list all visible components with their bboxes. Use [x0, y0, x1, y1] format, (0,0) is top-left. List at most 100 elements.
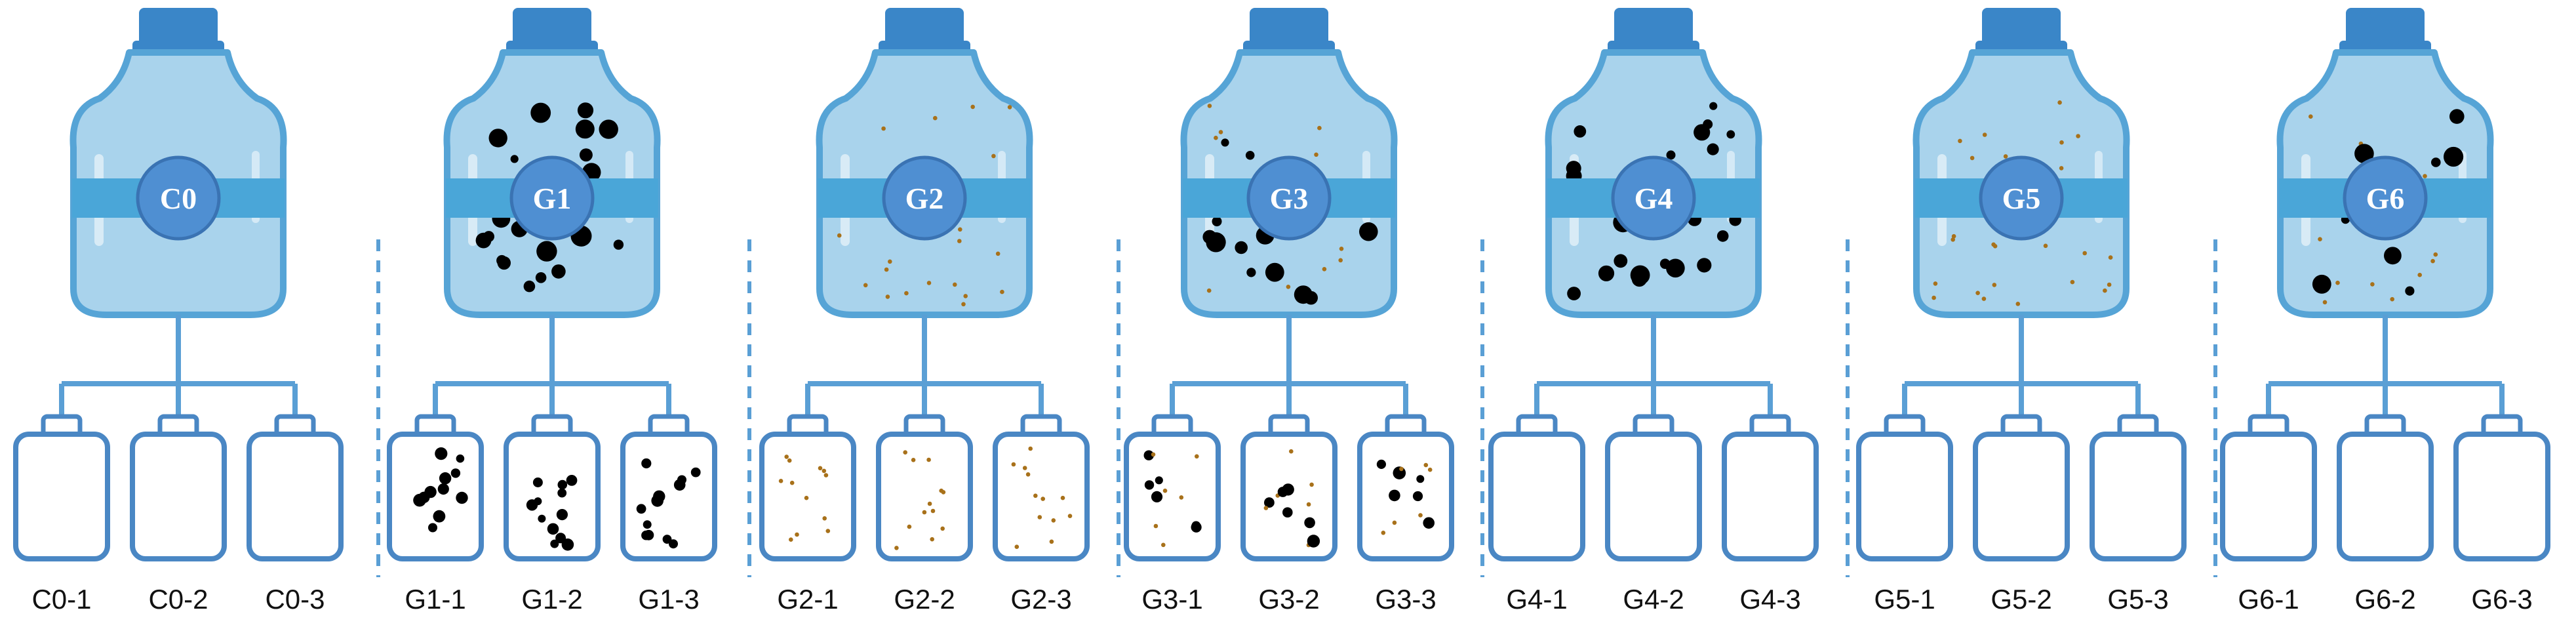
- brown-particle: [1051, 518, 1056, 523]
- brown-particle: [1007, 105, 1012, 110]
- brown-particle: [1981, 296, 1987, 301]
- brown-particle: [789, 537, 793, 542]
- brown-particle: [1286, 285, 1291, 289]
- black-particle: [636, 504, 646, 514]
- jar-body: [993, 432, 1090, 561]
- black-particle: [1567, 287, 1581, 300]
- brown-particle: [2059, 140, 2064, 145]
- sample-jar: G1-3: [620, 414, 717, 615]
- brown-particle: [823, 473, 829, 477]
- black-particle: [1716, 230, 1729, 242]
- black-particle: [1376, 459, 1386, 470]
- brown-particle: [2015, 302, 2021, 306]
- brown-particle: [933, 115, 938, 121]
- black-particle: [561, 538, 574, 551]
- brown-particle: [1322, 267, 1327, 272]
- brown-particle: [888, 259, 892, 264]
- black-particle: [550, 539, 559, 548]
- brown-particle: [930, 537, 934, 542]
- brown-particle: [2433, 252, 2438, 257]
- brown-particle: [1022, 466, 1027, 470]
- brown-particle: [1991, 242, 1996, 247]
- sample-label: G3-2: [1258, 584, 1319, 615]
- sample-jar: G5-3: [2090, 414, 2187, 615]
- brown-particle: [1206, 288, 1212, 293]
- black-particle: [1151, 491, 1163, 503]
- brown-particle: [926, 281, 932, 285]
- brown-particle: [1011, 462, 1016, 467]
- group-label: G2: [905, 182, 944, 215]
- brown-particle: [995, 251, 1001, 256]
- group-label: G3: [1270, 182, 1309, 215]
- group-label-circle: [136, 155, 221, 241]
- black-particle: [1423, 517, 1435, 529]
- jar-body: [2220, 432, 2317, 561]
- brown-particle: [789, 480, 795, 485]
- brown-particle: [825, 529, 831, 533]
- brown-particle: [1161, 542, 1166, 548]
- brown-particle: [1338, 258, 1343, 263]
- brown-particle: [1975, 291, 1980, 296]
- bottle-cap: [139, 8, 218, 46]
- brown-particle: [907, 524, 912, 529]
- sample-jar: G2-3: [993, 414, 1090, 615]
- sample-label: G5-1: [1874, 584, 1935, 615]
- brown-particle: [2308, 114, 2313, 119]
- jar-body: [1856, 432, 1953, 561]
- sample-label: G6-1: [2238, 584, 2299, 615]
- brown-particle: [884, 267, 889, 272]
- black-particle: [1304, 517, 1315, 529]
- brown-particle: [926, 457, 931, 462]
- black-particle: [557, 479, 568, 490]
- brown-particle: [1399, 466, 1404, 472]
- black-particle: [497, 256, 511, 270]
- brown-particle: [787, 458, 792, 463]
- black-particle: [535, 272, 547, 283]
- sample-jar: G3-2: [1240, 414, 1338, 615]
- black-particle: [2312, 274, 2331, 294]
- group-label-circle: [2343, 155, 2428, 241]
- brown-particle: [2076, 134, 2080, 138]
- brown-particle: [1207, 104, 1212, 108]
- brown-particle: [2059, 166, 2064, 171]
- black-particle: [556, 509, 568, 521]
- brown-particle: [1033, 493, 1038, 498]
- sample-label: G5-2: [1991, 584, 2051, 615]
- sample-jar: G5-1: [1856, 414, 1953, 615]
- sample-jar: C0-1: [13, 414, 110, 615]
- black-particle: [1143, 450, 1154, 460]
- jar-body: [387, 432, 484, 561]
- brown-particle: [970, 104, 975, 110]
- brown-particle: [804, 495, 809, 500]
- black-particle: [1574, 125, 1587, 138]
- jar-body: [2453, 432, 2550, 561]
- brown-particle: [881, 126, 886, 131]
- brown-particle: [1025, 472, 1031, 477]
- sample-label: G4-3: [1739, 584, 1800, 615]
- brown-particle: [930, 508, 936, 514]
- group-label-circle: [509, 155, 595, 241]
- brown-particle: [822, 468, 827, 474]
- black-particle: [651, 495, 664, 507]
- sample-label: G3-1: [1141, 584, 1202, 615]
- brown-particle: [1958, 138, 1962, 144]
- black-particle: [1416, 475, 1425, 483]
- brown-particle: [863, 283, 868, 288]
- sample-jar: G5-2: [1973, 414, 2070, 615]
- brown-particle: [1028, 446, 1033, 451]
- brown-particle: [795, 532, 799, 537]
- black-particle: [1709, 102, 1718, 110]
- black-particle: [2384, 247, 2402, 265]
- black-particle: [1304, 291, 1318, 305]
- brown-particle: [903, 450, 907, 455]
- brown-particle: [963, 294, 968, 298]
- black-particle: [526, 499, 538, 511]
- group-label-circle: [1611, 155, 1696, 241]
- sample-jar: G1-1: [387, 414, 484, 615]
- black-particle: [1694, 124, 1711, 141]
- brown-particle: [1000, 289, 1004, 294]
- brown-particle: [991, 153, 996, 159]
